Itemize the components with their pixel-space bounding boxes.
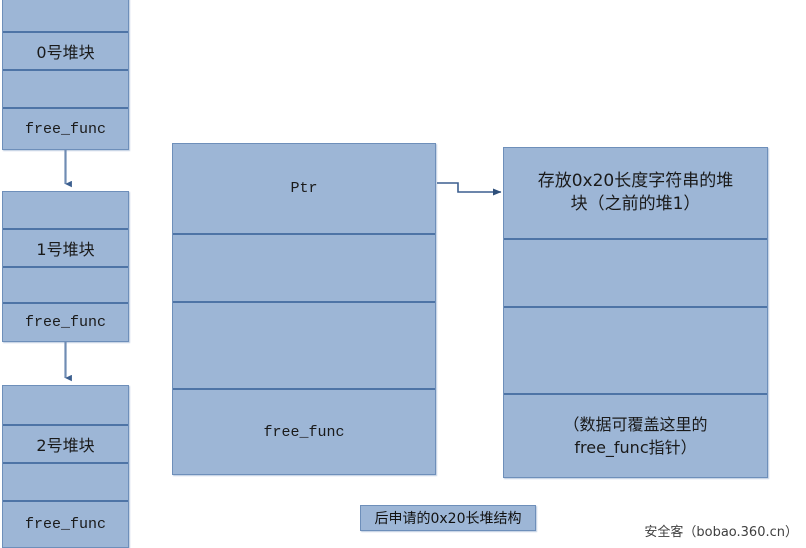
heap-block-0-row-0 xyxy=(3,0,128,31)
string-heap-overwrite-note-line-1: （数据可覆盖这里的 xyxy=(563,414,708,434)
heap-block-0: 0号堆块 free_func xyxy=(2,0,129,150)
string-heap-description-line-1: 存放0x20长度字符串的堆 xyxy=(537,171,734,192)
string-heap-overwrite-note: （数据可覆盖这里的 free_func指针） xyxy=(504,393,767,477)
ptr-struct-row-1 xyxy=(173,233,435,301)
heap-block-1-row-2 xyxy=(3,266,128,302)
string-heap-description: 存放0x20长度字符串的堆 块（之前的堆1） xyxy=(504,148,767,238)
ptr-struct-free-func: free_func xyxy=(173,388,435,474)
heap-block-2-row-0 xyxy=(3,386,128,424)
arrow-ptr-to-string-heap xyxy=(437,182,502,196)
caption-box: 后申请的0x20长堆结构 xyxy=(360,505,536,531)
heap-block-2-label: 2号堆块 xyxy=(3,424,128,462)
heap-block-1-free-func: free_func xyxy=(3,302,128,341)
string-heap-row-2 xyxy=(504,306,767,393)
heap-block-1-row-0 xyxy=(3,192,128,228)
watermark: 安全客（bobao.360.cn） xyxy=(644,525,798,540)
string-heap-overwrite-note-line-2: free_func指针） xyxy=(574,438,697,457)
heap-block-2-row-2 xyxy=(3,462,128,500)
string-heap-block: 存放0x20长度字符串的堆 块（之前的堆1） （数据可覆盖这里的 free_fu… xyxy=(503,147,768,478)
ptr-struct-row-2 xyxy=(173,301,435,388)
heap-block-0-label: 0号堆块 xyxy=(3,31,128,69)
heap-block-0-row-2 xyxy=(3,69,128,107)
string-heap-row-1 xyxy=(504,238,767,306)
string-heap-description-line-2: 块（之前的堆1） xyxy=(570,194,701,214)
heap-block-0-free-func: free_func xyxy=(3,107,128,149)
heap-block-1-label: 1号堆块 xyxy=(3,228,128,266)
heap-block-2: 2号堆块 free_func xyxy=(2,385,129,548)
ptr-struct-block: Ptr free_func xyxy=(172,143,436,475)
heap-block-1: 1号堆块 free_func xyxy=(2,191,129,342)
ptr-struct-ptr-row: Ptr xyxy=(290,180,318,197)
heap-block-2-free-func: free_func xyxy=(3,500,128,547)
